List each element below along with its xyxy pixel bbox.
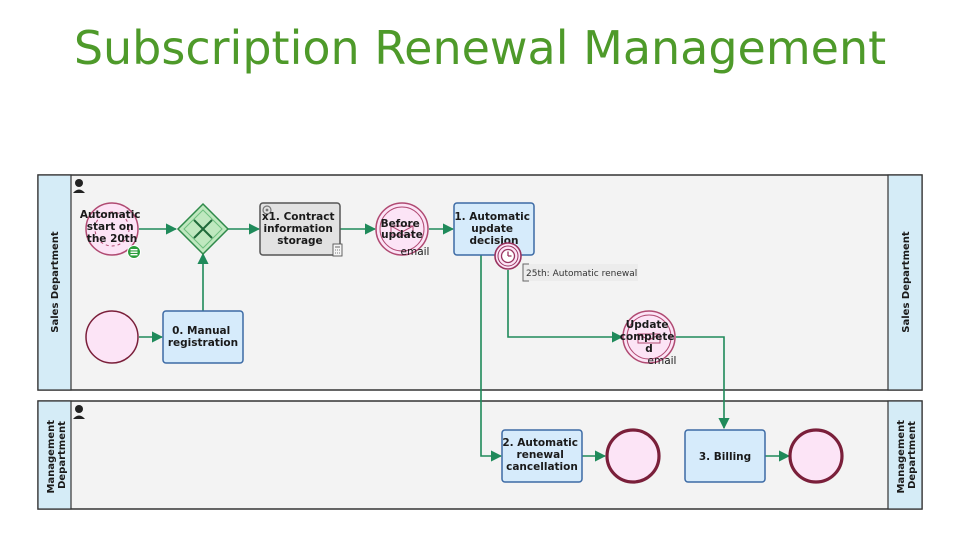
end-event-cancellation[interactable]: [605, 428, 661, 484]
flow-decision-to-cancellation: [480, 255, 503, 462]
page-title: Subscription Renewal Management: [73, 21, 887, 75]
lane-sales-label-left: Sales Department: [50, 231, 61, 333]
event-update-completed[interactable]: Update complete d email: [620, 310, 678, 367]
before-update-channel-tag: email: [401, 246, 430, 258]
task-contract-storage[interactable]: x1. Contract information storage: [259, 202, 343, 257]
update-completed-channel-tag: email: [648, 355, 677, 367]
message-badge-icon: [127, 245, 141, 259]
lane-sales-label-right: Sales Department: [901, 231, 912, 333]
lane-management-label-left: Management Department: [46, 416, 68, 493]
timer-annotation: 25th: Automatic renewal: [522, 263, 638, 282]
svg-text:Update complete d: Update complete d: [620, 319, 678, 355]
calculator-icon: [332, 243, 343, 257]
envelope-icon: [637, 333, 661, 344]
svg-text:Automatic start on: Automatic start on the 20th: [80, 209, 144, 245]
task-auto-renewal-cancellation[interactable]: 2. Automatic renewal cancellation: [501, 429, 583, 483]
task-manual-registration[interactable]: 0. Manual registration: [162, 310, 244, 364]
flow-timer-boundary-to-completed: [507, 270, 624, 343]
svg-text:2. Automatic renewal: 2. Automatic renewal cancellation: [502, 437, 581, 473]
timer-boundary-event[interactable]: [494, 242, 522, 270]
svg-text:1. Automatic update: 1. Automatic update decision: [454, 211, 533, 247]
task-auto-update-decision[interactable]: 1. Automatic update decision: [453, 202, 535, 256]
svg-text:x1. Contract information: x1. Contract information storage: [262, 211, 338, 247]
task-billing[interactable]: 3. Billing: [684, 429, 766, 483]
person-icon: [73, 179, 85, 193]
lane-management-label-right: Management Department: [896, 416, 918, 493]
sequence-flows: [139, 223, 791, 462]
svg-text:25th: Automatic renewal: 25th: Automatic renewal: [526, 269, 637, 279]
start-event[interactable]: [85, 310, 139, 364]
timer-start-event[interactable]: Automatic start on the 20th: [80, 202, 144, 259]
gear-icon: [262, 205, 272, 215]
exclusive-gateway-x-icon: [193, 219, 213, 239]
svg-text:0. Manual registration: 0. Manual registration: [168, 325, 238, 349]
svg-text:3. Billing: 3. Billing: [699, 451, 751, 463]
end-event-billing[interactable]: [788, 428, 844, 484]
exclusive-gateway[interactable]: [176, 202, 230, 256]
flow-completed-to-billing: [676, 336, 730, 430]
event-before-update[interactable]: Before update email: [375, 202, 430, 258]
svg-text:Before update: Before update: [381, 218, 424, 241]
envelope-icon: [390, 225, 414, 236]
person-icon: [73, 405, 85, 419]
clock-icon: [500, 248, 516, 264]
lane-management: Management Department Management Departm…: [37, 400, 923, 510]
